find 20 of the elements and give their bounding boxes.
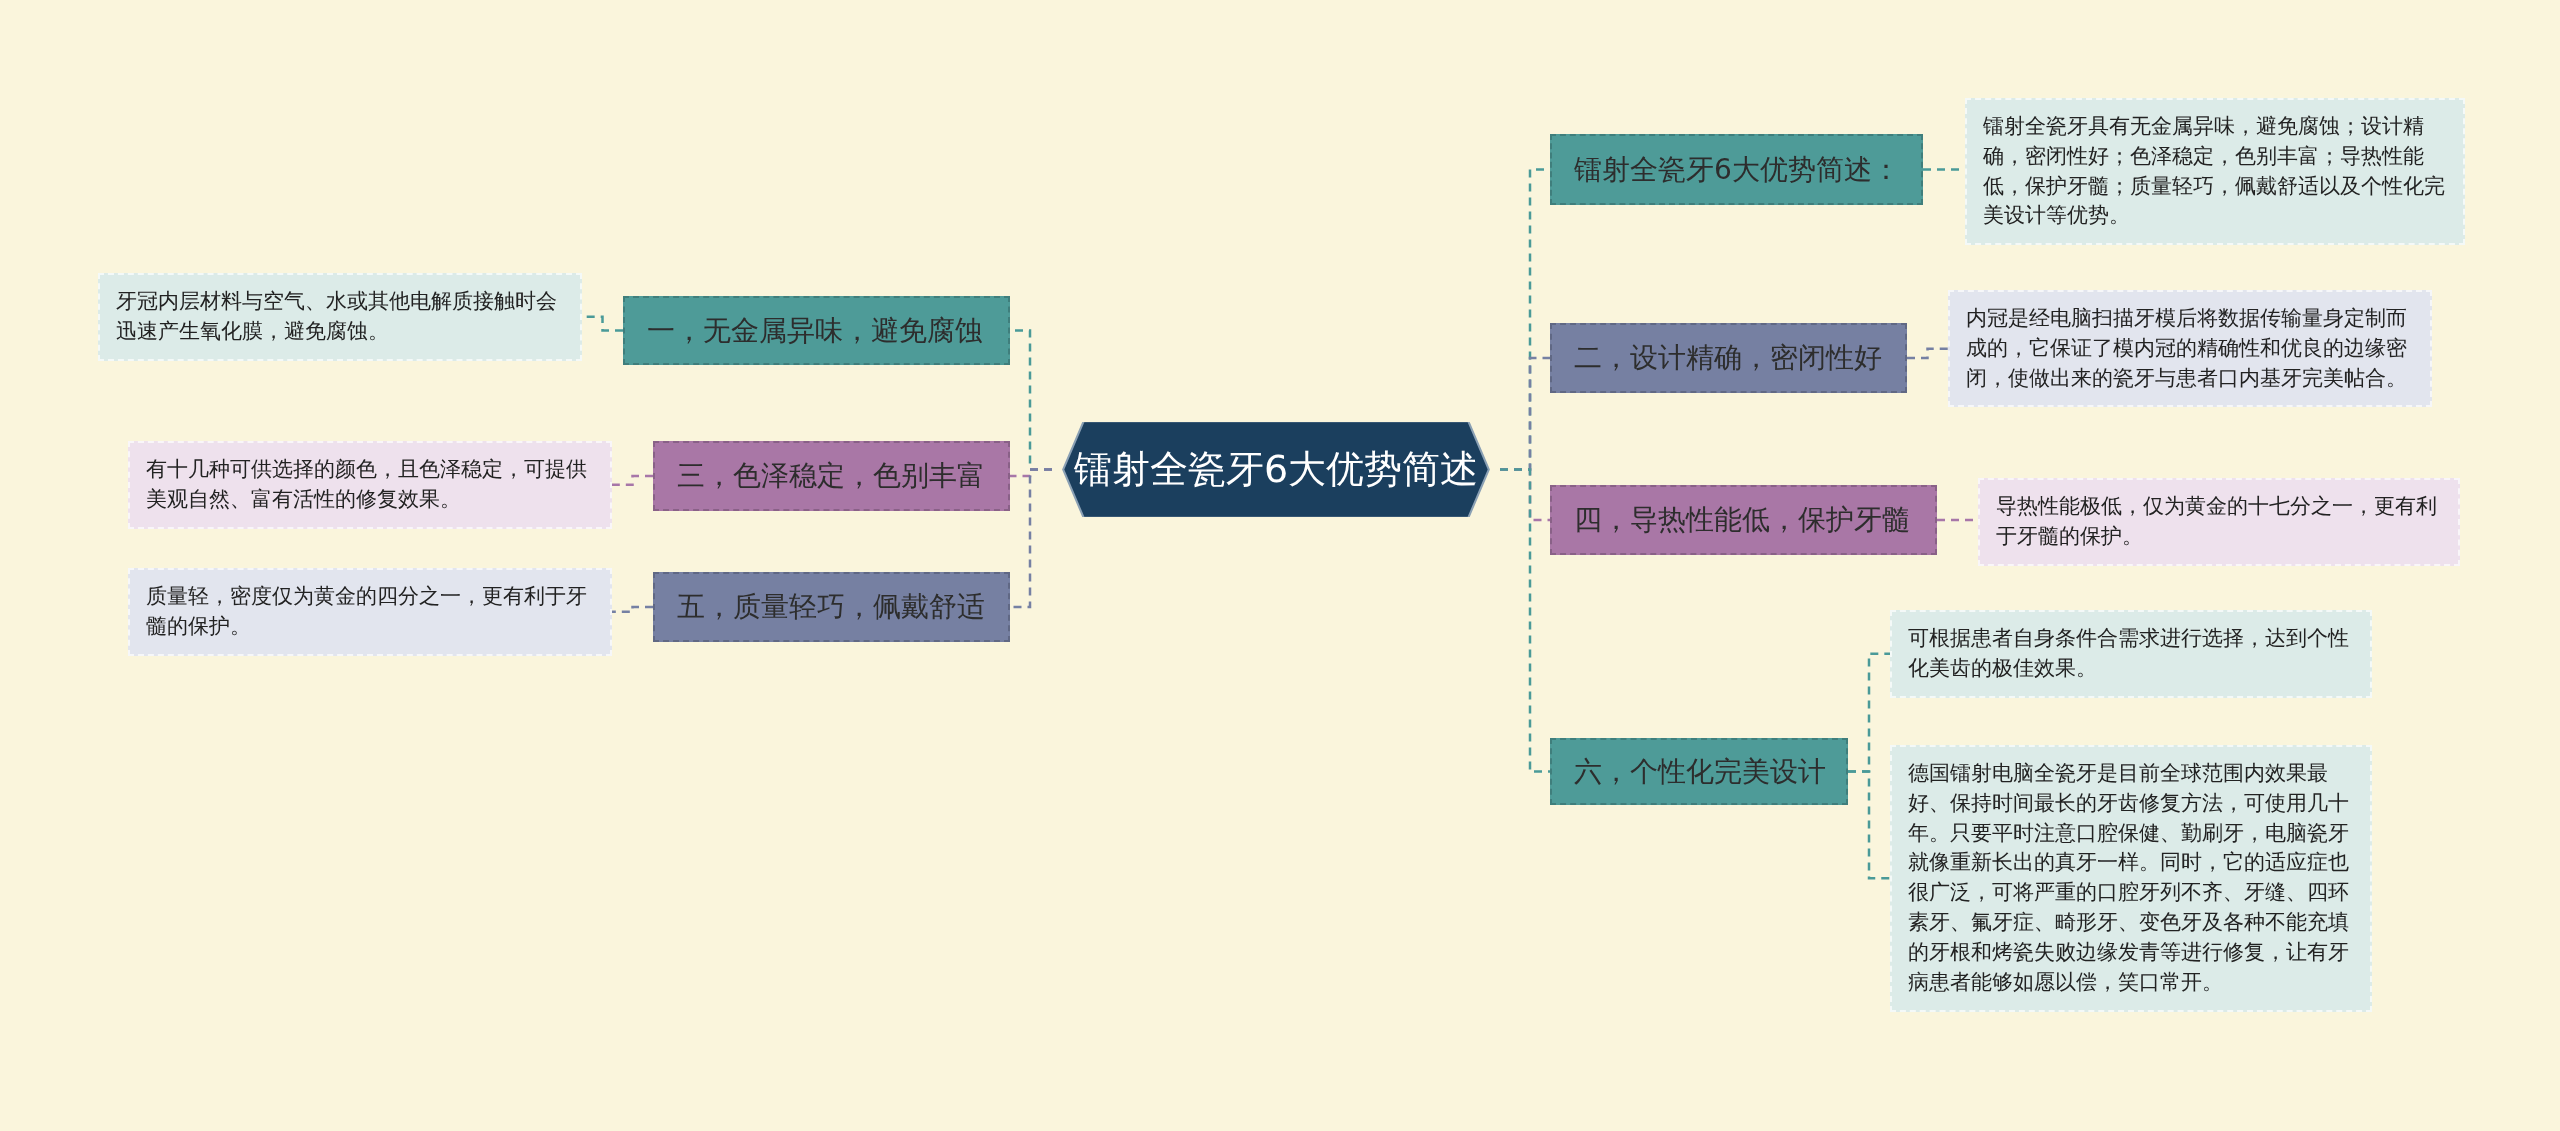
- topic-box: 镭射全瓷牙6大优势简述：: [1550, 134, 1923, 205]
- connector-line: [612, 474, 653, 487]
- connector-line: [1907, 347, 1948, 360]
- note-box: 内冠是经电脑扫描牙模后将数据传输量身定制而成的，它保证了模内冠的精确性和优良的边缘密闭，使做出来的瓷牙与患者口内基牙完美帖合。: [1948, 290, 2432, 408]
- topic-box: 六，个性化完美设计: [1550, 738, 1848, 805]
- topic-box: 一，无金属异味，避免腐蚀: [623, 296, 1010, 365]
- topic-box: 二，设计精确，密闭性好: [1550, 323, 1907, 393]
- note-box: 镭射全瓷牙具有无金属异味，避免腐蚀；设计精确，密闭性好；色泽稳定，色别丰富；导热性能低，保护牙髓；质量轻巧，佩戴舒适以及个性化完美设计等优势。: [1965, 98, 2465, 246]
- note-box: 德国镭射电脑全瓷牙是目前全球范围内效果最好、保持时间最长的牙齿修复方法，可使用几十年。只要平时注意口腔保健、勤刷牙，电脑瓷牙就像重新长出的真牙一样。同时，它的适应症也很广泛，可将严重的口腔牙列不齐、牙缝、四环素牙、氟牙症、畸形牙、变色牙及各种不能充填的牙根和烤瓷失败边缘发青等进行修复，让有牙病患者能够如愿以偿，笑口常开。: [1890, 745, 2372, 1012]
- connector-line: [1848, 770, 1890, 880]
- note-box: 有十几种可供选择的颜色，且色泽稳定，可提供美观自然、富有活性的修复效果。: [128, 441, 612, 529]
- note-box: 质量轻，密度仅为黄金的四分之一，更有利于牙髓的保护。: [128, 568, 612, 656]
- topic-box: 五，质量轻巧，佩戴舒适: [653, 572, 1010, 642]
- note-box: 导热性能极低，仅为黄金的十七分之一，更有利于牙髓的保护。: [1978, 478, 2460, 566]
- connector-line: [1500, 468, 1550, 773]
- note-box: 牙冠内层材料与空气、水或其他电解质接触时会迅速产生氧化膜，避免腐蚀。: [98, 273, 582, 361]
- note-box: 可根据患者自身条件合需求进行选择，达到个性化美齿的极佳效果。: [1890, 610, 2372, 698]
- topic-box: 四，导热性能低，保护牙髓: [1550, 485, 1937, 555]
- topic-box: 三，色泽稳定，色别丰富: [653, 441, 1010, 511]
- connector-line: [612, 605, 653, 614]
